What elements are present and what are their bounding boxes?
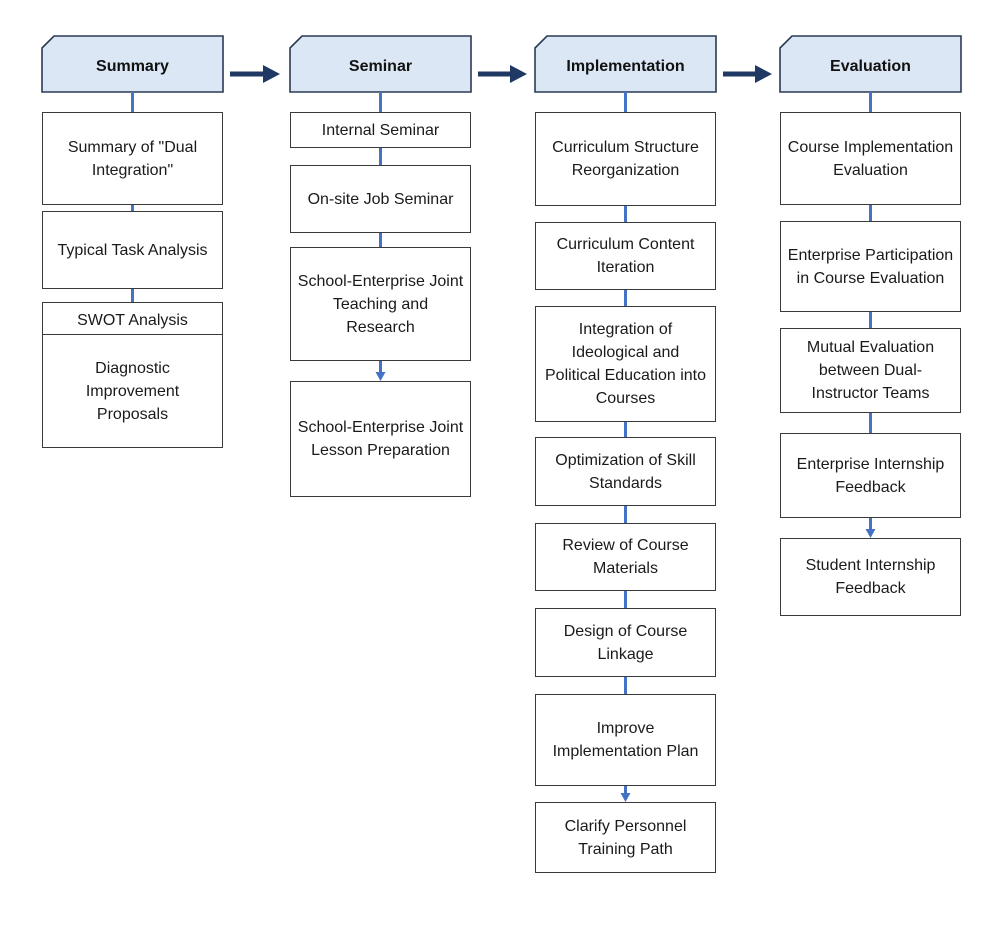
column-header-label: Implementation	[566, 58, 685, 75]
step-box: Diagnostic Improvement Proposals	[42, 334, 223, 448]
connector-arrowhead	[375, 372, 386, 381]
step-box: School-Enterprise Joint Teaching and Res…	[290, 247, 471, 361]
step-label: Enterprise Internship Feedback	[796, 455, 945, 496]
step-box: Design of Course Linkage	[535, 608, 716, 677]
step-label: Optimization of Skill Standards	[555, 451, 696, 492]
connector-arrowhead	[620, 793, 631, 802]
step-box: Internal Seminar	[290, 112, 471, 148]
step-box: School-Enterprise Joint Lesson Preparati…	[290, 381, 471, 497]
step-box: Optimization of Skill Standards	[535, 437, 716, 506]
step-box: Curriculum Content Iteration	[535, 222, 716, 290]
flow-arrow-head	[510, 65, 527, 83]
column-header: Evaluation	[780, 36, 961, 92]
step-label: Enterprise Participation in Course Evalu…	[787, 246, 954, 287]
step-box: Mutual Evaluation between Dual-Instructo…	[780, 328, 961, 413]
step-label: On-site Job Seminar	[307, 190, 454, 208]
step-label: SWOT Analysis	[77, 312, 188, 329]
flow-arrow-head	[263, 65, 280, 83]
step-box: Enterprise Participation in Course Evalu…	[780, 221, 961, 312]
flow-arrow-head	[755, 65, 772, 83]
step-box: Integration of Ideological and Political…	[535, 306, 716, 422]
step-box: On-site Job Seminar	[290, 165, 471, 233]
step-label: Student Internship Feedback	[805, 557, 936, 597]
column-header-shape	[779, 35, 962, 93]
column-header-label: Seminar	[348, 58, 413, 75]
step-label: School-Enterprise Joint Lesson Preparati…	[297, 419, 464, 459]
step-label: Mutual Evaluation between Dual-Instructo…	[806, 339, 935, 402]
step-box: Course Implementation Evaluation	[780, 112, 961, 205]
column-header-label: Evaluation	[830, 58, 911, 75]
step-box: Enterprise Internship Feedback	[780, 433, 961, 518]
step-label: School-Enterprise Joint Teaching and Res…	[297, 272, 464, 336]
step-label: Improve Implementation Plan	[552, 720, 699, 760]
column-header: Summary	[42, 36, 223, 92]
step-box: Curriculum Structure Reorganization	[535, 112, 716, 206]
column-header-shape	[41, 35, 224, 93]
step-label: Internal Seminar	[321, 121, 440, 139]
column-header-shape	[534, 35, 717, 93]
step-label: Summary of "Dual Integration"	[67, 138, 198, 179]
step-label: Review of Course Materials	[562, 537, 689, 577]
step-box: Student Internship Feedback	[780, 538, 961, 616]
step-label: Design of Course Linkage	[563, 622, 688, 663]
step-box: Typical Task Analysis	[42, 211, 223, 289]
step-box: Improve Implementation Plan	[535, 694, 716, 786]
step-box: Clarify Personnel Training Path	[535, 802, 716, 873]
step-box: SWOT Analysis	[42, 302, 223, 339]
step-label: Typical Task Analysis	[57, 241, 208, 259]
connector-arrowhead	[865, 529, 876, 538]
column-header: Seminar	[290, 36, 471, 92]
column-header-label: Summary	[96, 58, 169, 75]
step-label: Curriculum Structure Reorganization	[552, 139, 699, 179]
column-header-shape	[289, 35, 472, 93]
step-label: Integration of Ideological and Political…	[545, 321, 706, 407]
step-box: Summary of "Dual Integration"	[42, 112, 223, 205]
step-label: Diagnostic Improvement Proposals	[85, 359, 180, 423]
step-label: Course Implementation Evaluation	[787, 138, 954, 179]
step-label: Curriculum Content Iteration	[556, 236, 695, 276]
step-box: Review of Course Materials	[535, 523, 716, 591]
column-header: Implementation	[535, 36, 716, 92]
step-label: Clarify Personnel Training Path	[564, 817, 687, 858]
